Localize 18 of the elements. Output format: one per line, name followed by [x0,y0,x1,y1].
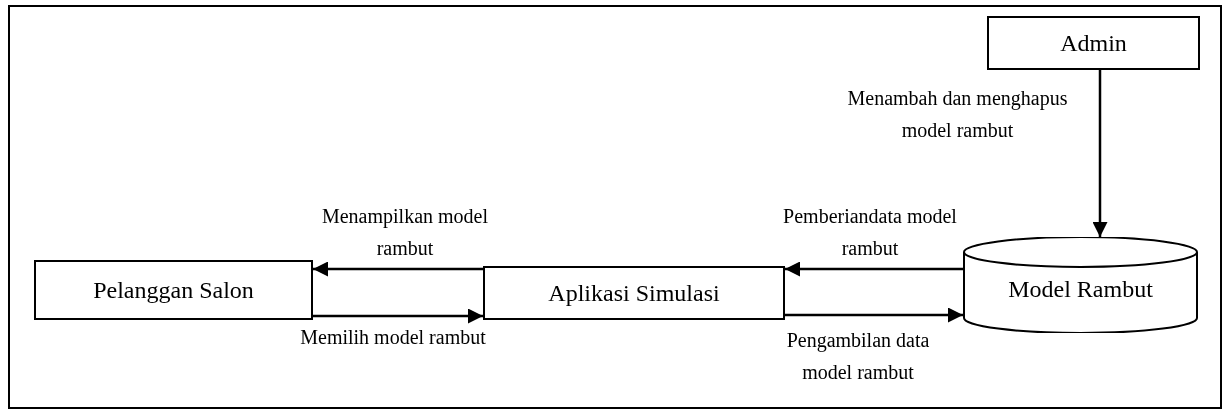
arrow [1092,70,1108,237]
node-label: Pelanggan Salon [93,276,254,304]
arrow [313,261,483,277]
node-label: Admin [1060,29,1127,57]
edge-label: Pemberiandata model rambut [782,204,958,261]
arrow [785,307,963,323]
edge-label: Menambah dan menghapus model rambut [846,86,1069,143]
process-box [34,260,313,320]
node-label: Model Rambut [1008,274,1153,303]
process-box [987,16,1200,70]
edge-label: Menampilkan model rambut [320,204,490,261]
process-box [483,266,785,320]
arrow [785,261,963,277]
data-store-cylinder [963,237,1198,333]
arrow [313,308,483,324]
edge-label: Pengambilan data model rambut [785,328,931,385]
node-label: Aplikasi Simulasi [548,279,720,307]
edge-label: Memilih model rambut [299,325,487,350]
